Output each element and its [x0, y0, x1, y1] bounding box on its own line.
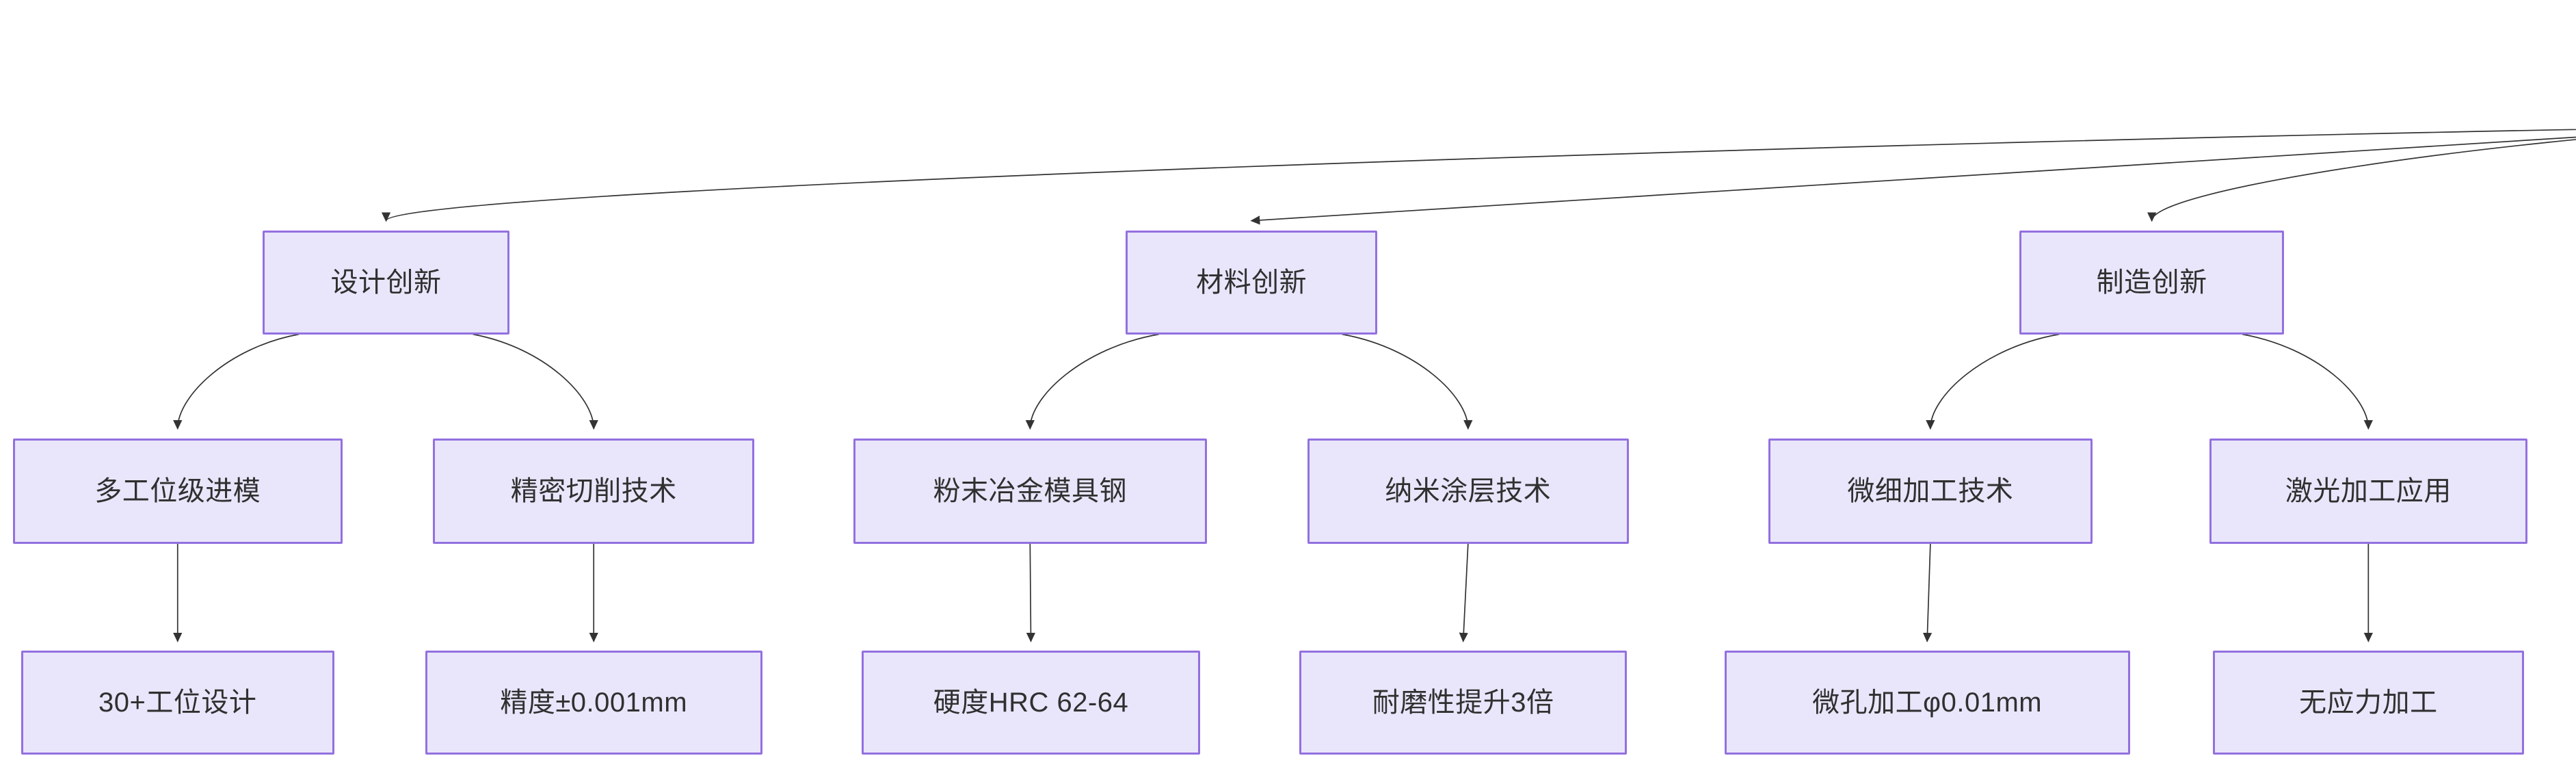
node-label: 设计创新	[330, 267, 442, 298]
node-label: 精度±0.001mm	[500, 688, 688, 718]
edges-group	[167, 127, 2576, 644]
flowchart-node-l3e[interactable]: 微细加工技术	[1768, 438, 2093, 544]
edge-l2b-to-l3c	[1019, 335, 1158, 432]
flowchart-node-l2b[interactable]: 材料创新	[1126, 230, 1377, 335]
edge-l2a-to-l3b	[473, 335, 605, 432]
flowchart-node-l4a[interactable]: 30+工位设计	[21, 651, 334, 755]
edge-l3d-to-l4d	[1453, 544, 1475, 644]
flowchart-node-l4c[interactable]: 硬度HRC 62-64	[861, 651, 1201, 755]
flowchart-node-l4b[interactable]: 精度±0.001mm	[425, 651, 762, 755]
flowchart-node-l3d[interactable]: 纳米涂层技术	[1307, 438, 1629, 544]
edge-l2c-to-l3f	[2243, 335, 2380, 432]
node-label: 粉末冶金模具钢	[933, 475, 1128, 506]
flowchart-node-l4e[interactable]: 微孔加工φ0.01mm	[1724, 651, 2130, 755]
node-label: 无应力加工	[2299, 688, 2438, 718]
edge-l2a-to-l3a	[167, 335, 299, 432]
node-label: 硬度HRC 62-64	[933, 688, 1129, 718]
node-label: 材料创新	[1196, 267, 1307, 298]
node-label: 激光加工应用	[2285, 475, 2452, 506]
edge-l2c-to-l3e	[1920, 335, 2059, 432]
flowchart-node-l3b[interactable]: 精密切削技术	[433, 438, 755, 544]
flowchart-node-l3c[interactable]: 粉末冶金模具钢	[853, 438, 1207, 544]
node-label: 30+工位设计	[98, 688, 257, 718]
flowchart-node-l2c[interactable]: 制造创新	[2019, 230, 2284, 335]
flowchart-node-l3f[interactable]: 激光加工应用	[2209, 438, 2527, 544]
flowchart-node-l4f[interactable]: 无应力加工	[2212, 651, 2525, 755]
edge-l2b-to-l3d	[1342, 335, 1479, 432]
edge-root-to-l2b	[1249, 127, 2576, 231]
edge-l3e-to-l4e	[1917, 544, 1939, 644]
node-label: 精密切削技术	[510, 475, 677, 506]
node-label: 微细加工技术	[1847, 475, 2014, 506]
flowchart-node-l2a[interactable]: 设计创新	[263, 230, 509, 335]
edge-root-to-l2c	[2141, 127, 2576, 224]
edge-root-to-l2a	[376, 127, 2576, 224]
edge-l3c-to-l4c	[1020, 544, 1041, 644]
node-label: 制造创新	[2096, 267, 2207, 298]
node-label: 纳米涂层技术	[1385, 475, 1552, 506]
node-label: 耐磨性提升3倍	[1372, 688, 1554, 718]
flowchart-node-l4d[interactable]: 耐磨性提升3倍	[1299, 651, 1628, 755]
node-label: 微孔加工φ0.01mm	[1812, 688, 2043, 718]
flowchart-node-l3a[interactable]: 多工位级进模	[12, 438, 343, 544]
node-label: 多工位级进模	[94, 475, 261, 506]
